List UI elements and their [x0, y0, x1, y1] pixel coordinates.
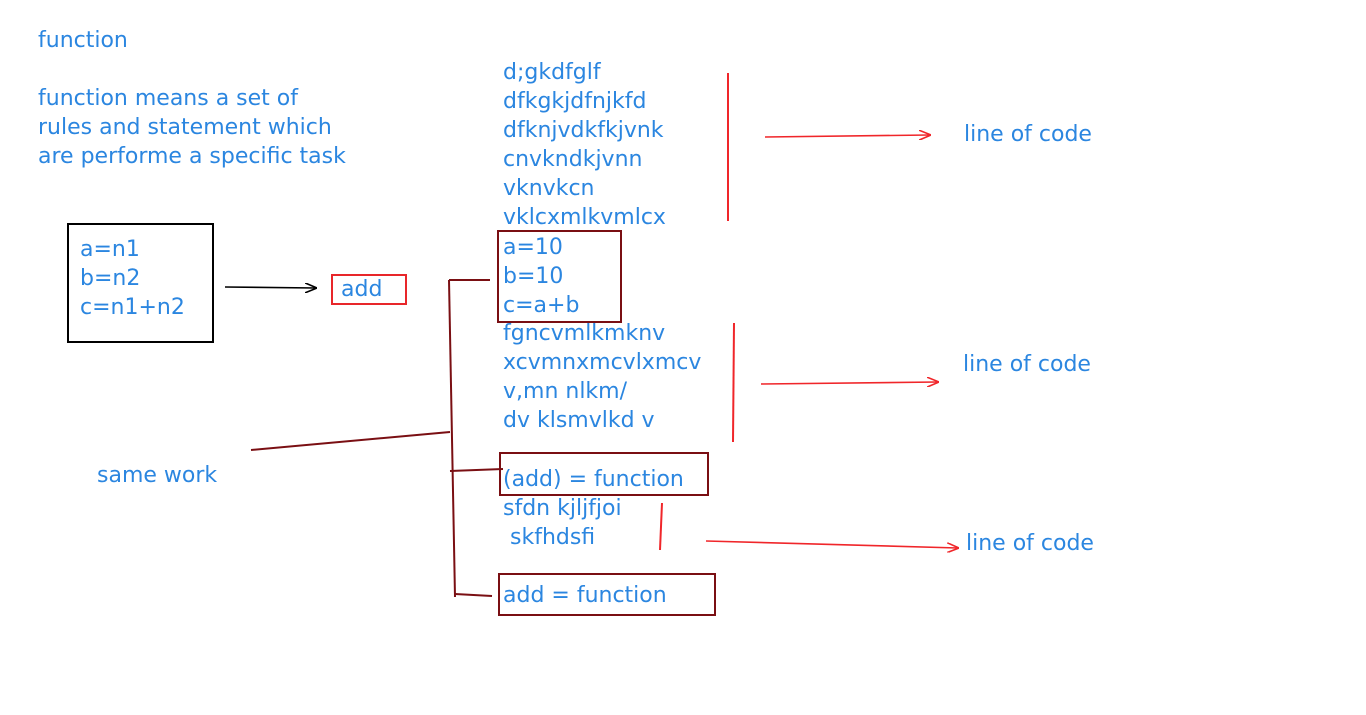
code-block-3-marker: [659, 502, 663, 551]
add-function-box: [498, 573, 716, 616]
function-body-line: b=n2: [80, 266, 141, 291]
arrow-body-to-add: [224, 287, 316, 288]
add-paren-function-box: [499, 452, 709, 496]
line-of-code-label: line of code: [964, 122, 1092, 147]
code-line: cnvkndkjvnn: [503, 147, 643, 172]
arrow-line-of-code-2: [760, 382, 938, 384]
add-paren-function: (add) = function: [503, 467, 684, 492]
code-line: d;gkdfglf: [503, 60, 601, 85]
definition-line: rules and statement which: [38, 115, 332, 140]
code-line: b=10: [503, 264, 564, 289]
code-highlight-box: [497, 230, 622, 323]
definition-line: are performe a specific task: [38, 144, 346, 169]
definition-line: function means a set of: [38, 86, 299, 111]
code-line: xcvmnxmcvlxmcv: [503, 350, 702, 375]
code-line: fgncvmlkmknv: [503, 321, 666, 346]
code-line: sfdn kjljfjoi: [503, 496, 622, 521]
function-body-box: [67, 223, 214, 343]
heading: function: [38, 28, 128, 53]
code-line: v,mn nlkm/: [503, 379, 628, 404]
code-block-2-marker: [732, 322, 735, 443]
code-line: a=10: [503, 235, 563, 260]
bracket-tick-bottom: [454, 593, 493, 597]
arrow-line-of-code-1: [764, 135, 930, 137]
add-function: add = function: [503, 583, 667, 608]
code-line: skfhdsfi: [503, 525, 596, 550]
bracket-vertical: [448, 279, 456, 598]
same-work-connector: [250, 431, 451, 451]
code-line: dfkgkjdfnjkfd: [503, 89, 647, 114]
same-work-label: same work: [97, 463, 218, 488]
code-line: vklcxmlkvmlcx: [503, 205, 666, 230]
add-box: [331, 274, 407, 305]
function-body-line: a=n1: [80, 237, 140, 262]
line-of-code-label: line of code: [963, 352, 1091, 377]
code-line: dv klsmvlkd v: [503, 408, 655, 433]
bracket-tick-middle: [449, 468, 504, 472]
line-of-code-label: line of code: [966, 531, 1094, 556]
code-line: vknvkcn: [503, 176, 595, 201]
add-label: add: [341, 277, 383, 302]
code-line: c=a+b: [503, 293, 580, 318]
function-body-line: c=n1+n2: [80, 295, 185, 320]
code-line: dfknjvdkfkjvnk: [503, 118, 664, 143]
arrow-line-of-code-3: [705, 540, 958, 548]
